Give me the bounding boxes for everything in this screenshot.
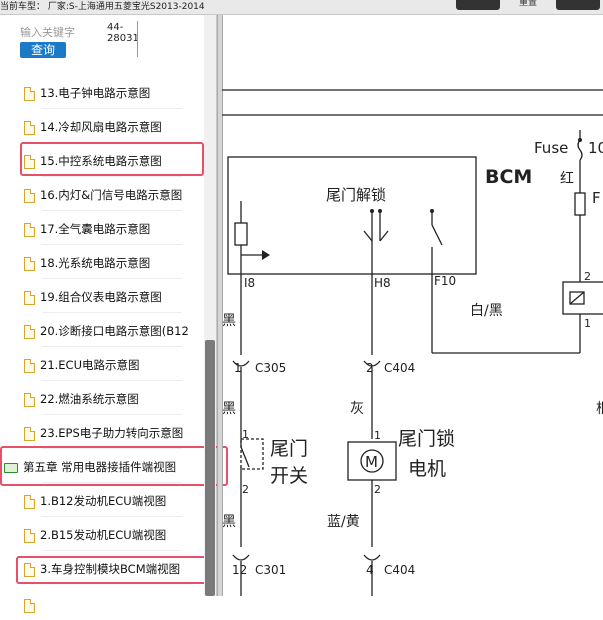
row-divider <box>42 482 182 483</box>
tree-item[interactable]: 17.全气囊电路示意图 <box>24 214 150 244</box>
fuse-number: 10 <box>588 139 603 157</box>
highlight-box <box>0 446 228 486</box>
document-icon <box>24 256 35 271</box>
wire-color-black-3: 黑 <box>222 514 236 530</box>
tail-switch-label-1: 尾门 <box>270 438 308 460</box>
search-button[interactable]: 查询 <box>20 42 66 58</box>
tree-chapter[interactable]: 第五章 常用电器接插件端视图 <box>4 452 204 482</box>
tail-lock-label-1: 尾门锁 <box>398 428 455 450</box>
connector-c305: C305 <box>255 361 286 375</box>
reset-button[interactable]: 重置 <box>518 0 537 8</box>
pin-f10: F10 <box>434 274 456 288</box>
f-label: F <box>592 189 601 207</box>
relay-pin-2: 2 <box>584 270 591 283</box>
document-icon <box>24 358 35 373</box>
relay-pin-1: 1 <box>584 317 591 330</box>
row-divider <box>42 278 182 279</box>
vehicle-info: 当前车型： 厂家:S-上海通用五菱宝光S2013-2014 <box>0 2 205 12</box>
left-panel: 输入关键字 查询 44- 28031 13.电子钟电路示意图 14.冷却风扇电路… <box>0 15 217 613</box>
pane-splitter[interactable] <box>217 15 223 596</box>
wiring-diagram-svg: BCM 尾门解锁 Fuse 10 红 F I8 H8 F10 白/黑 2 1 黑… <box>222 89 603 596</box>
row-divider <box>42 448 182 449</box>
tree-item[interactable]: 13.电子钟电路示意图 <box>24 78 150 108</box>
highlight-box <box>16 556 214 584</box>
row-divider <box>42 108 182 109</box>
document-icon <box>24 222 35 237</box>
row-divider <box>42 414 182 415</box>
toolbar-button[interactable] <box>456 0 500 10</box>
motor-symbol: M <box>365 453 378 471</box>
motor-pin-2: 2 <box>374 483 381 496</box>
tail-lock-label-2: 电机 <box>408 458 446 480</box>
row-divider <box>42 516 182 517</box>
tree-item-partial[interactable] <box>24 590 44 620</box>
conn-pin-2: 2 <box>366 361 374 375</box>
document-icon <box>24 324 35 339</box>
document-icon <box>24 598 35 613</box>
highlight-box <box>20 142 204 176</box>
tree-scrollbar[interactable] <box>204 15 216 596</box>
wire-color-gray: 灰 <box>350 401 364 417</box>
tree-item[interactable]: 18.光系统电路示意图 <box>24 248 150 278</box>
wire-color-black-2: 黑 <box>222 401 236 417</box>
folder-open-icon <box>4 462 18 473</box>
tree-item[interactable]: 1.B12发动机ECU端视图 <box>24 486 166 516</box>
row-divider <box>42 550 182 551</box>
document-icon <box>24 86 35 101</box>
document-icon <box>24 562 35 577</box>
conn-pin-4: 4 <box>366 563 374 577</box>
document-icon <box>24 154 35 169</box>
wire-color-white-black: 白/黑 <box>470 303 503 319</box>
wire-color-blue-yellow: 蓝/黄 <box>327 513 360 530</box>
tree-item[interactable]: 16.内灯&门信号电路示意图 <box>24 180 182 210</box>
conn-pin-12: 12 <box>232 563 247 577</box>
row-divider <box>42 210 182 211</box>
tree-item[interactable]: 23.EPS电子助力转向示意图 <box>24 418 204 448</box>
connector-c404-lower: C404 <box>384 563 415 577</box>
conn-pin-1: 1 <box>234 361 242 375</box>
tail-switch-label-2: 开关 <box>270 465 308 487</box>
row-divider <box>42 312 182 313</box>
pin-h8: H8 <box>374 276 391 290</box>
switch-pin-1: 1 <box>242 428 249 441</box>
row-divider <box>42 380 182 381</box>
wiring-diagram: BCM 尾门解锁 Fuse 10 红 F I8 H8 F10 白/黑 2 1 黑… <box>222 15 603 596</box>
tree-item[interactable]: 22.燃油系统示意图 <box>24 384 139 414</box>
fuse-label: Fuse <box>534 139 568 157</box>
document-icon <box>24 528 35 543</box>
row-divider <box>42 346 182 347</box>
document-icon <box>24 120 35 135</box>
row-divider <box>42 176 182 177</box>
wire-color-black-1: 黑 <box>222 313 236 329</box>
tree-item[interactable]: 21.ECU电路示意图 <box>24 350 140 380</box>
scrollbar-thumb[interactable] <box>205 340 215 596</box>
search-input[interactable]: 输入关键字 <box>20 26 75 39</box>
tree-item[interactable]: 19.组合仪表电路示意图 <box>24 282 162 312</box>
cut-off-char: 根 <box>596 401 603 417</box>
code-display: 44- 28031 <box>107 22 139 44</box>
tree-item-selected[interactable]: 15.中控系统电路示意图 <box>24 146 162 176</box>
tree-item[interactable]: 20.诊断接口电路示意图(B12 <box>24 316 204 346</box>
document-icon <box>24 188 35 203</box>
pin-i8: I8 <box>244 276 255 290</box>
tailgate-unlock-label: 尾门解锁 <box>326 186 386 204</box>
connector-c301: C301 <box>255 563 286 577</box>
document-icon <box>24 392 35 407</box>
motor-pin-1: 1 <box>374 429 381 442</box>
document-icon <box>24 494 35 509</box>
top-toolbar: 当前车型： 厂家:S-上海通用五菱宝光S2013-2014 重置 <box>0 0 603 15</box>
tree-item[interactable]: 3.车身控制模块BCM端视图 <box>24 554 214 584</box>
toolbar-button-2[interactable] <box>556 0 600 10</box>
connector-c404-upper: C404 <box>384 361 415 375</box>
tree-item[interactable]: 2.B15发动机ECU端视图 <box>24 520 166 550</box>
switch-pin-2: 2 <box>242 483 249 496</box>
wire-color-red: 红 <box>560 171 574 187</box>
bcm-label: BCM <box>485 166 532 188</box>
document-icon <box>24 426 35 441</box>
tree-item[interactable]: 14.冷却风扇电路示意图 <box>24 112 162 142</box>
code-divider <box>137 21 138 57</box>
document-icon <box>24 290 35 305</box>
row-divider <box>42 244 182 245</box>
